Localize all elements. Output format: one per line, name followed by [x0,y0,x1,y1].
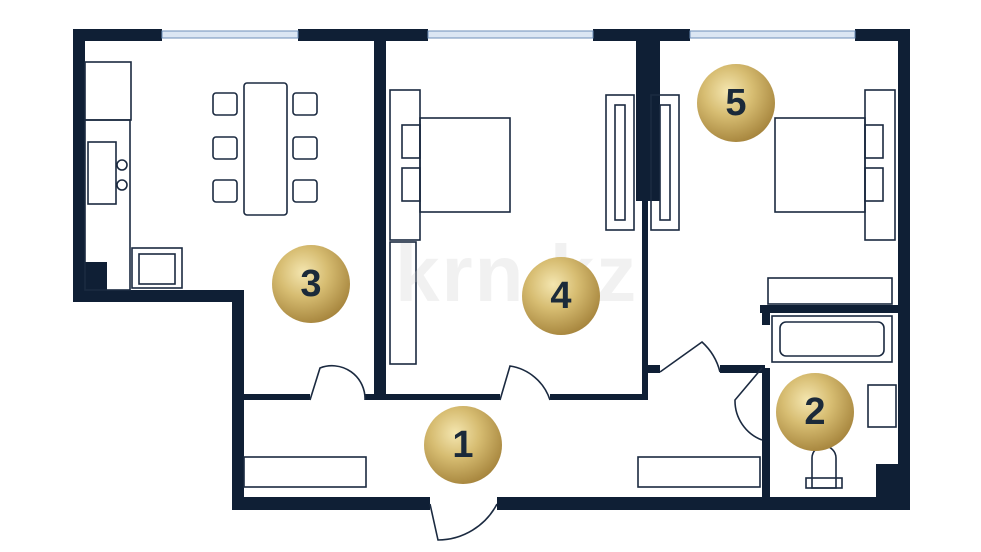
bedroom-5-furniture [650,89,896,305]
hallway-furniture [243,456,761,488]
bedroom-4-furniture [389,89,635,365]
walls [73,29,910,510]
bathroom-fixtures [771,315,897,489]
kitchen-furniture [84,61,318,291]
room-badge-2: 2 [776,373,854,451]
room-badge-1: 1 [424,406,502,484]
room-badge-3: 3 [272,245,350,323]
room-badge-4: 4 [522,257,600,335]
room-badge-5: 5 [697,64,775,142]
windows [161,30,856,39]
watermark: krn.kz [395,229,639,318]
doors [309,340,763,541]
